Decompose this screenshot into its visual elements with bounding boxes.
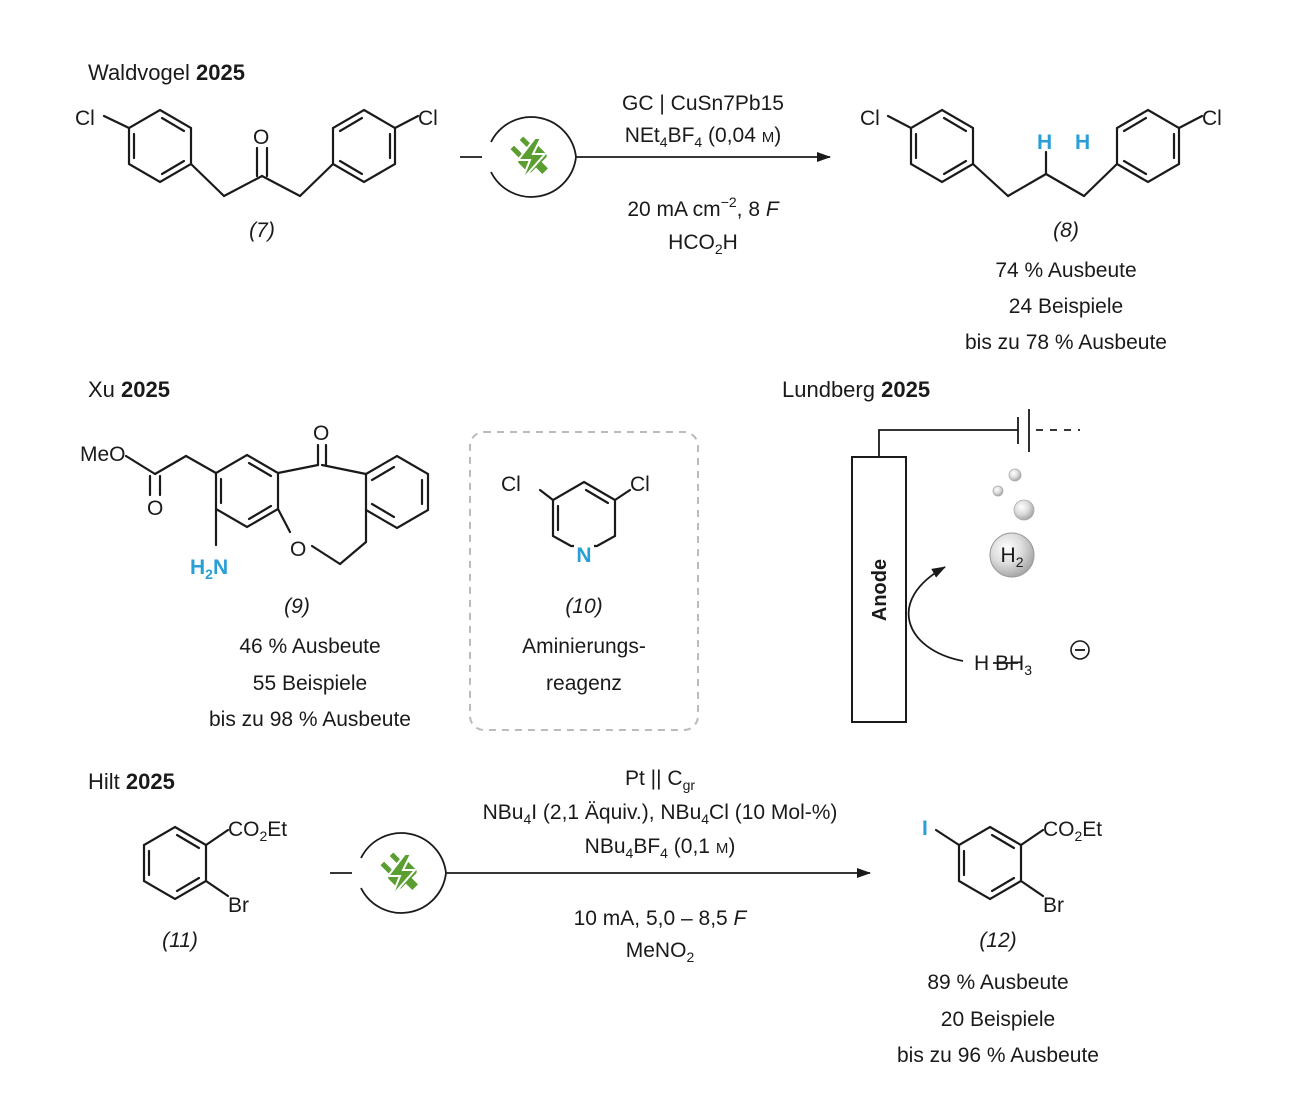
atom-cl-right: Cl [418, 107, 438, 130]
reagent-box [469, 431, 699, 731]
hydrogen-bubble-icon: H2 [989, 468, 1035, 578]
waldvogel-solvent: HCO2H [668, 231, 738, 257]
gas-h2: H2 [1001, 544, 1024, 570]
atom-cl-left: Cl [860, 107, 880, 130]
atom-h-1: H [1037, 131, 1052, 154]
hilt-heading: Hilt 2025 [88, 769, 175, 794]
external-circuit [878, 409, 1080, 457]
atom-meo: MeO [80, 443, 126, 466]
hilt-section: Hilt 2025 CO2Et Br (11) [88, 767, 1102, 1067]
atom-ester: CO2Et [228, 818, 287, 844]
atom-i: I [922, 817, 928, 840]
hilt-electrodes: Pt || Cgr [625, 767, 695, 793]
atom-n: N [576, 544, 591, 567]
electric-plug-icon [490, 116, 577, 198]
xu-max-yield: bis zu 98 % Ausbeute [209, 708, 411, 731]
atom-cl-left: Cl [501, 473, 521, 496]
compound-number-11: (11) [162, 929, 198, 952]
electric-plug-icon [360, 832, 447, 914]
compound-number-8: (8) [1053, 219, 1079, 242]
hilt-electrolyte: NBu4BF4 (0,1 M) [585, 835, 736, 861]
waldvogel-max-yield: bis zu 78 % Ausbeute [965, 331, 1167, 354]
waldvogel-electrodes: GC | CuSn7Pb15 [622, 92, 784, 115]
lundberg-year: 2025 [881, 377, 930, 402]
xu-heading: Xu 2025 [88, 377, 170, 402]
waldvogel-section: Waldvogel 2025 Cl Cl O (7) [75, 60, 1222, 354]
hilt-max-yield: bis zu 96 % Ausbeute [897, 1044, 1099, 1067]
molecule-8: Cl Cl H H (8) [860, 107, 1222, 242]
hilt-current: 10 mA, 5,0 – 8,5 F [574, 907, 748, 930]
atom-cl-right: Cl [1202, 107, 1222, 130]
atom-o: O [253, 126, 269, 149]
atom-nh2: H2N [190, 556, 228, 582]
molecule-7: Cl Cl O (7) [75, 107, 438, 242]
xu-yield: 46 % Ausbeute [239, 635, 380, 658]
xu-year: 2025 [121, 377, 170, 402]
waldvogel-current: 20 mA cm−2, 8 F [627, 194, 780, 221]
compound-number-10: (10) [565, 595, 602, 618]
compound-number-12: (12) [979, 929, 1016, 952]
atom-o-ketone: O [313, 422, 329, 445]
waldvogel-electrolyte: NEt4BF4 (0,04 M) [625, 124, 782, 150]
waldvogel-yield: 74 % Ausbeute [995, 259, 1136, 282]
waldvogel-heading: Waldvogel 2025 [88, 60, 245, 85]
lundberg-section: Lundberg 2025 Anode H2 H BH3 [782, 377, 1090, 723]
atom-o-ring: O [290, 538, 306, 561]
reagent-caption-line2: reagenz [546, 672, 622, 695]
molecule-12: I CO2Et Br (12) [922, 817, 1102, 952]
molecule-10: Cl Cl N (10) [501, 473, 650, 618]
lundberg-author: Lundberg [782, 377, 875, 402]
anode-electrode: Anode [851, 456, 907, 723]
hilt-examples: 20 Beispiele [941, 1008, 1055, 1031]
atom-cl-left: Cl [75, 107, 95, 130]
molecule-11: CO2Et Br (11) [142, 818, 287, 952]
atom-br: Br [228, 894, 249, 917]
hilt-author: Hilt [88, 769, 120, 794]
atom-br: Br [1043, 894, 1064, 917]
hilt-additives: NBu4I (2,1 Äquiv.), NBu4Cl (10 Mol-%) [483, 801, 838, 827]
atom-cl-right: Cl [630, 473, 650, 496]
reagent-caption-line1: Aminierungs- [522, 635, 646, 658]
molecule-9: MeO O H2N O O (9) [80, 422, 430, 618]
atom-ester: CO2Et [1043, 818, 1102, 844]
atom-h-2: H [1075, 131, 1090, 154]
hilt-solvent: MeNO2 [626, 939, 695, 965]
waldvogel-year: 2025 [196, 60, 245, 85]
hilt-year: 2025 [126, 769, 175, 794]
oxidation-arrow [907, 566, 964, 662]
hilt-yield: 89 % Ausbeute [927, 971, 1068, 994]
compound-number-9: (9) [284, 595, 310, 618]
xu-section: Xu 2025 MeO O H2N O O [80, 377, 699, 731]
waldvogel-author: Waldvogel [88, 60, 190, 85]
reagent-borohydride: H BH3 [974, 652, 1032, 678]
compound-number-7: (7) [249, 219, 275, 242]
anode-label: Anode [869, 559, 891, 621]
xu-examples: 55 Beispiele [253, 672, 367, 695]
lundberg-heading: Lundberg 2025 [782, 377, 930, 402]
xu-author: Xu [88, 377, 115, 402]
atom-o-ester: O [147, 497, 163, 520]
waldvogel-examples: 24 Beispiele [1009, 295, 1123, 318]
